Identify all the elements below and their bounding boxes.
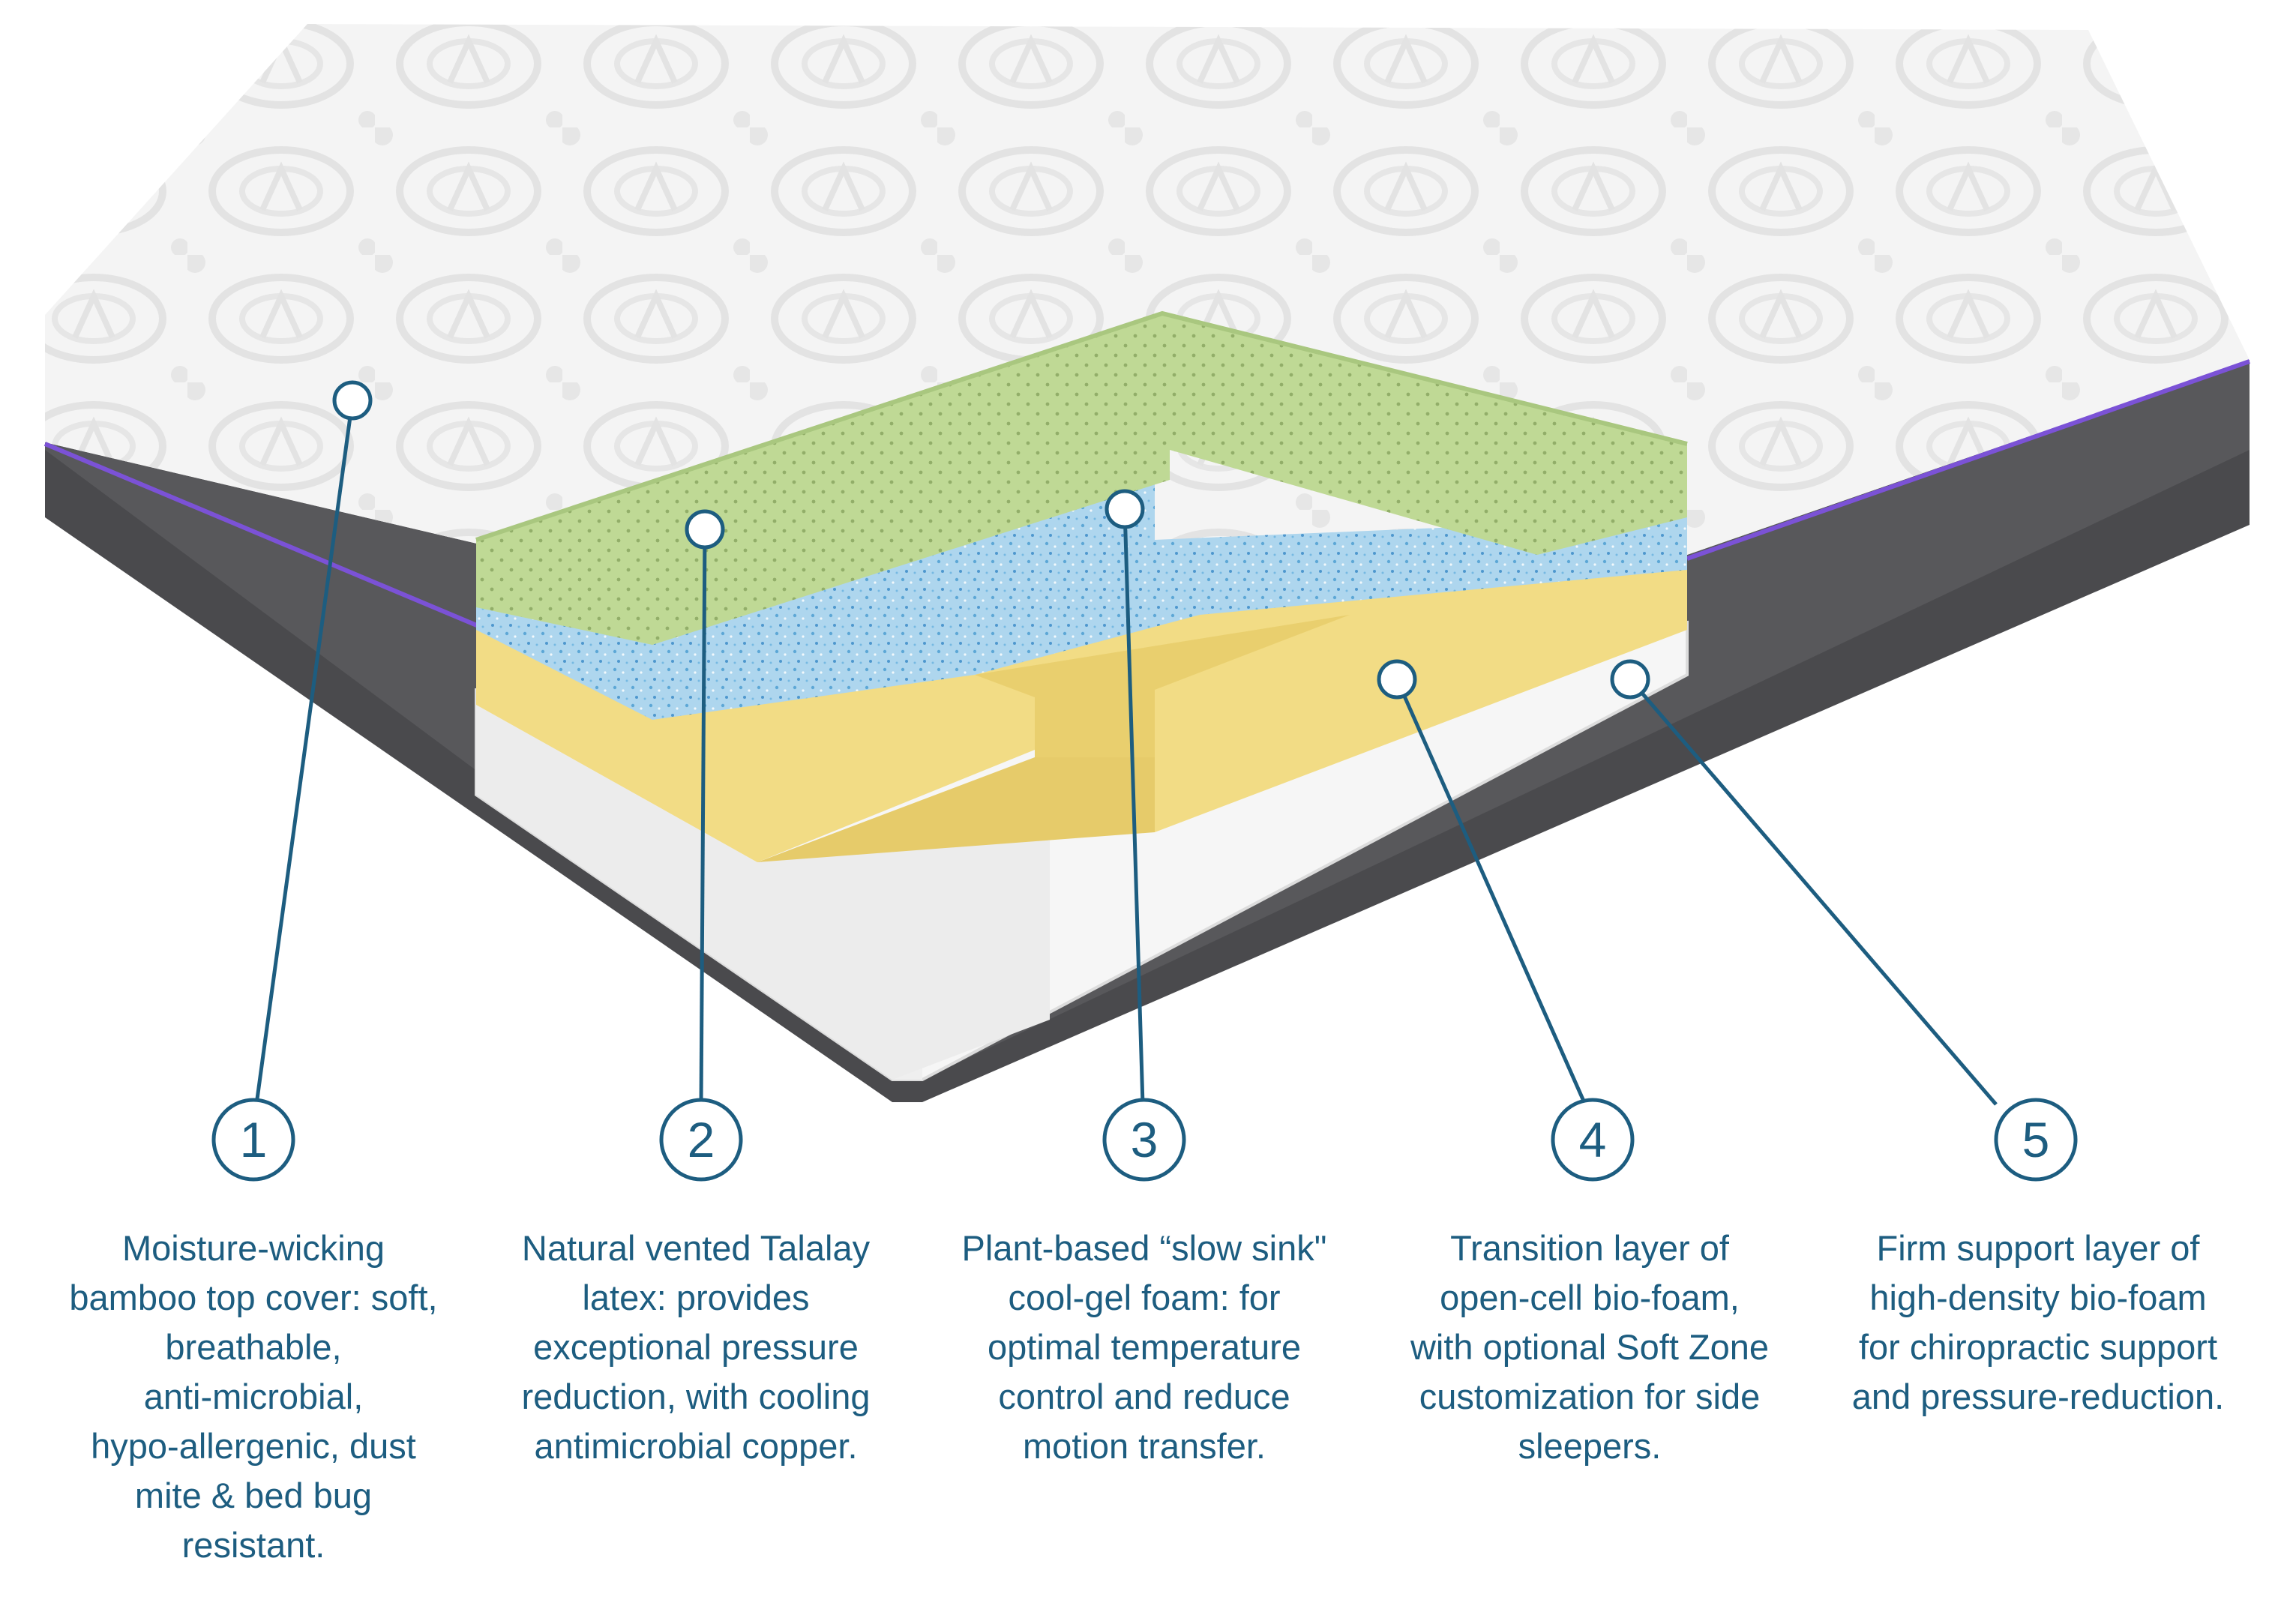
- badge-4: 4: [1551, 1098, 1635, 1182]
- badge-number-3: 3: [1131, 1112, 1158, 1167]
- callout-description-3: Plant-based “slow sink" cool-gel foam: f…: [927, 1224, 1362, 1471]
- badge-1: 1: [211, 1098, 295, 1182]
- callout-2-line-3: exceptional pressure: [533, 1327, 859, 1367]
- callout-1-line-1: Moisture-wicking: [122, 1228, 385, 1268]
- leader-line-5: [1629, 678, 1998, 1106]
- layer-support-foam-front: [476, 705, 1050, 1080]
- anchor-dot-4: [1377, 659, 1417, 700]
- layer-transition-foam-top: [757, 757, 1155, 862]
- cutaway-layers: [475, 310, 1689, 1081]
- callout-2-line-5: antimicrobial copper.: [534, 1426, 858, 1466]
- purple-trim-right: [1686, 359, 2250, 561]
- callout-3-line-2: cool-gel foam: for: [1008, 1278, 1281, 1317]
- callout-5-line-2: high-density bio-foam: [1869, 1278, 2207, 1317]
- callout-1-line-3: breathable,: [165, 1327, 342, 1367]
- callout-5-line-1: Firm support layer of: [1876, 1228, 2200, 1268]
- callout-3-line-5: motion transfer.: [1023, 1426, 1266, 1466]
- badge-number-2: 2: [688, 1112, 715, 1167]
- callout-1-line-2: bamboo top cover: soft,: [69, 1278, 438, 1317]
- leader-line-4: [1395, 678, 1587, 1106]
- callout-2-line-4: reduction, with cooling: [521, 1377, 871, 1416]
- callout-3-line-3: optimal temperature: [988, 1327, 1301, 1367]
- badge-5: 5: [1994, 1098, 2078, 1182]
- callout-5-line-3: for chiropractic support: [1858, 1327, 2218, 1367]
- layer-gel-foam-speckle: [476, 450, 1687, 720]
- callout-4-line-3: with optional Soft Zone: [1410, 1327, 1770, 1367]
- callout-description-2: Natural vented Talalay latex: provides e…: [478, 1224, 913, 1471]
- callout-4-line-4: customization for side: [1419, 1377, 1761, 1416]
- anchor-dot-3: [1105, 489, 1145, 529]
- leader-line-3: [1123, 508, 1145, 1105]
- callout-4-line-5: sleepers.: [1518, 1426, 1662, 1466]
- badge-number-1: 1: [240, 1112, 268, 1167]
- badge-3: 3: [1102, 1098, 1186, 1182]
- layer-latex-edge: [475, 310, 1688, 542]
- callout-description-5: Firm support layer of high-density bio-f…: [1821, 1224, 2256, 1422]
- layer-latex-dots: [476, 313, 1687, 645]
- layer-transition-cut: [975, 615, 1350, 757]
- cover-pattern: [45, 24, 2250, 555]
- purple-trim-left: [43, 442, 489, 632]
- anchor-dot-2: [685, 509, 725, 550]
- anchor-dot-1: [332, 380, 373, 421]
- anchor-dot-5: [1610, 659, 1650, 700]
- badge-2: 2: [659, 1098, 743, 1182]
- callout-5-line-4: and pressure-reduction.: [1851, 1377, 2225, 1416]
- anchor-dots: [332, 380, 1650, 700]
- callout-4-line-1: Transition layer of: [1450, 1228, 1729, 1268]
- callout-2-line-2: latex: provides: [582, 1278, 810, 1317]
- callout-description-1: Moisture-wicking bamboo top cover: soft,…: [36, 1224, 471, 1570]
- number-badges: 1 2 3 4 5: [211, 1098, 2078, 1182]
- callout-1-line-6: mite & bed bug: [134, 1476, 373, 1515]
- callout-3-line-4: control and reduce: [998, 1377, 1290, 1416]
- leader-lines: [254, 400, 1998, 1106]
- callout-3-line-1: Plant-based “slow sink": [961, 1228, 1327, 1268]
- leader-line-2: [699, 529, 707, 1105]
- callout-1-line-5: hypo-allergenic, dust: [91, 1426, 416, 1466]
- callout-description-4: Transition layer of open-cell bio-foam, …: [1372, 1224, 1807, 1471]
- callout-2-line-1: Natural vented Talalay: [521, 1228, 871, 1268]
- callout-1-line-7: resistant.: [181, 1525, 325, 1565]
- callout-4-line-2: open-cell bio-foam,: [1440, 1278, 1740, 1317]
- badge-number-4: 4: [1579, 1112, 1607, 1167]
- badge-number-5: 5: [2022, 1112, 2050, 1167]
- leader-line-1: [254, 400, 355, 1105]
- callout-1-line-4: anti-microbial,: [143, 1377, 364, 1416]
